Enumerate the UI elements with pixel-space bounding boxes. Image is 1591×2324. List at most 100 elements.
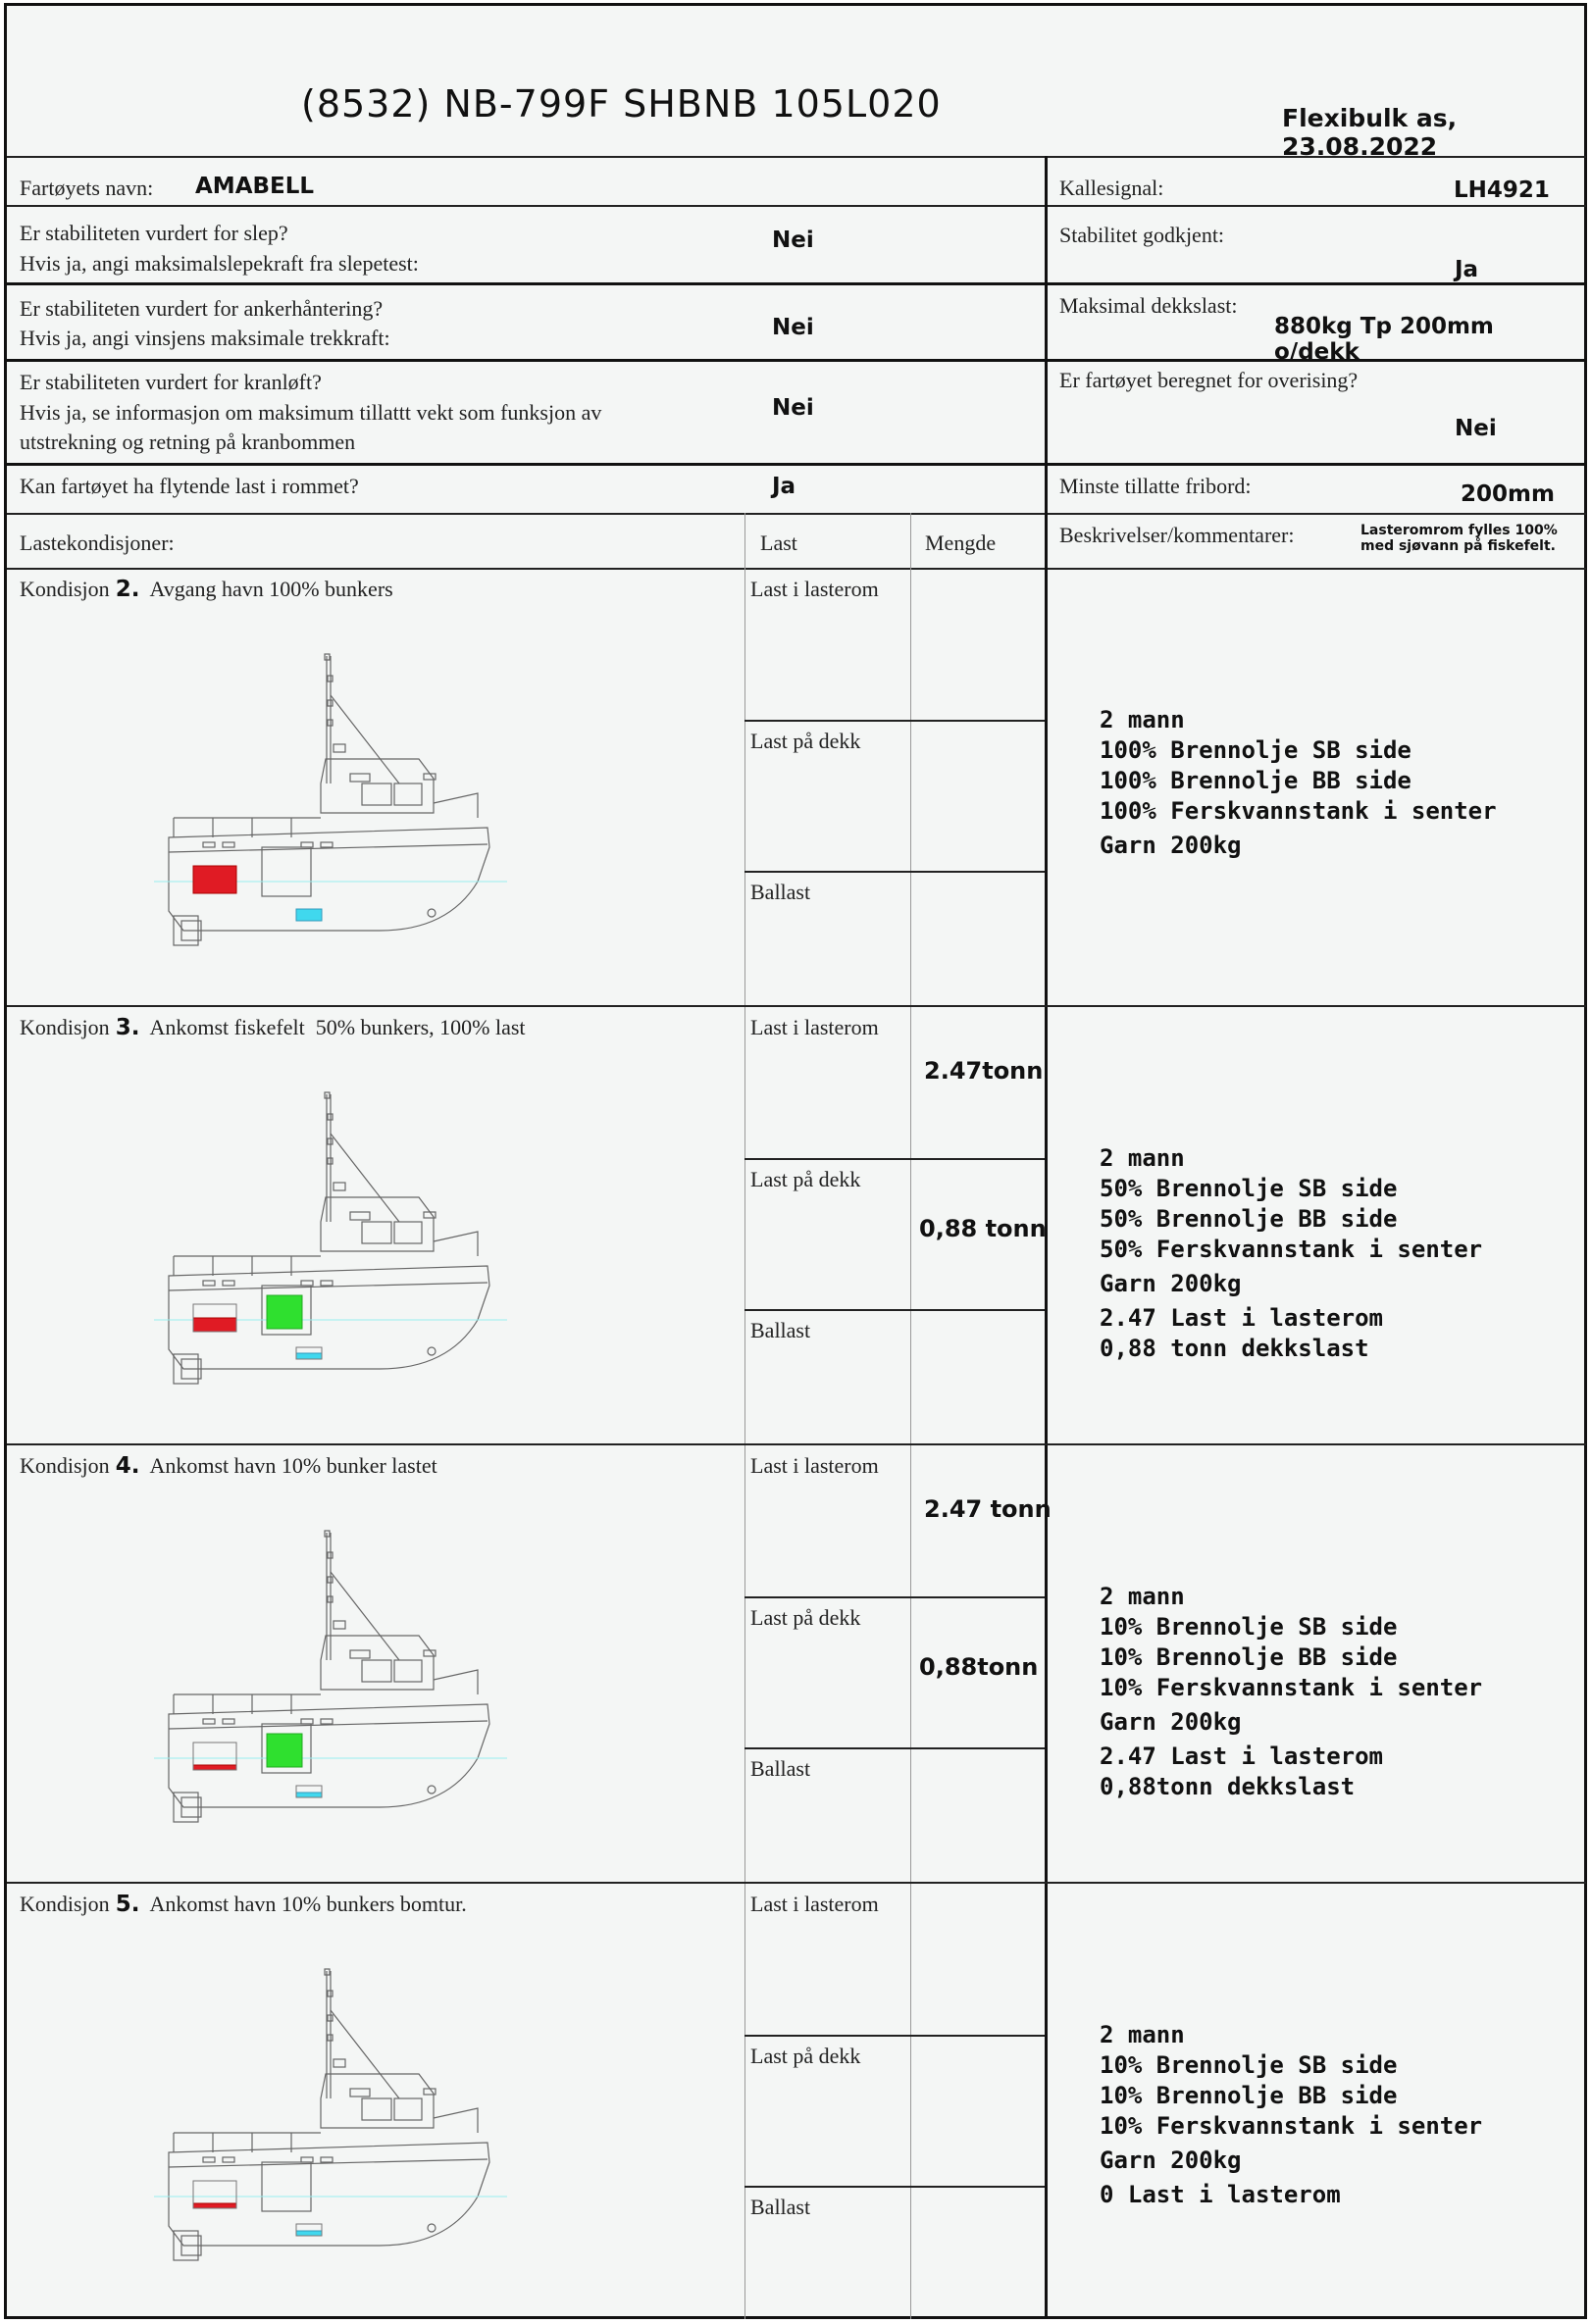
comment-line: 10% Ferskvannstank i senter [1100,2112,1483,2140]
load-hold-label: Last i lasterom [750,1453,879,1478]
comments-list: 2 mann 100% Brennolje SB side 100% Brennol… [1100,705,1497,861]
boat-illustration [154,1951,566,2275]
condition-description: Ankomst havn 10% bunker lastet [149,1453,437,1478]
crane-question-1: Er stabiliteten vurdert for kranløft? [20,370,322,394]
vessel-name-label: Fartøyets navn: [20,176,154,200]
comments-header: Beskrivelser/kommentarer: [1059,523,1295,547]
deck-amount: 0,88tonn [919,1653,1039,1681]
max-deck-load-value: 880kg Tp 200mm o/dekk [1274,314,1494,365]
divider [744,1309,1045,1311]
divider [7,205,1586,207]
divider [744,2186,1045,2188]
comment-line: 10% Brennolje BB side [1100,1643,1398,1671]
hold-amount: 2.47tonn [924,1057,1044,1085]
condition-number: 5. [115,1892,140,1917]
condition-number: 4. [115,1453,140,1479]
min-freeboard-value: 200mm [1461,481,1555,507]
condition-description: Ankomst havn 10% bunkers bomtur. [149,1892,467,1916]
column-divider [1045,156,1048,2319]
load-hold-label: Last i lasterom [750,577,879,601]
callsign-label: Kallesignal: [1059,176,1164,200]
comment-line: Garn 200kg [1100,2147,1242,2174]
document-title: (8532) NB-799F SHBNB 105L020 [301,82,942,126]
comment-line: 10% Brennolje SB side [1100,2051,1398,2079]
liquid-cargo-answer: Ja [772,474,796,499]
min-freeboard-label: Minste tillatte fribord: [1059,474,1252,498]
comment-line: 2 mann [1100,1144,1185,1172]
divider [7,463,1586,466]
divider [744,871,1045,873]
divider [744,1747,1045,1749]
condition-prefix: Kondisjon [20,1453,110,1478]
ballast-label: Ballast [750,1756,811,1781]
divider [7,1005,1586,1007]
boat-illustration [154,1513,566,1837]
max-deck-load-label: Maksimal dekkslast: [1059,293,1238,318]
comments-list: 2 mann 10% Brennolje SB side 10% Brennolje… [1100,2020,1482,2210]
comments-list: 2 mann 50% Brennolje SB side 50% Brennolje… [1100,1143,1482,1364]
comment-line: Garn 200kg [1100,832,1242,859]
boat-profile-drawing [154,1530,507,1823]
comment-line: Garn 200kg [1100,1708,1242,1736]
comment-line: 0,88 tonn dekkslast [1100,1335,1369,1362]
divider [744,2035,1045,2037]
comment-line: 50% Brennolje SB side [1100,1175,1398,1202]
comment-line: 2 mann [1100,1583,1185,1610]
comments-note-2: med sjøvann på fiskefelt. [1360,538,1556,554]
comment-line: 2 mann [1100,706,1185,733]
crane-question-2: Hvis ja, se informasjon om maksimum till… [20,400,602,425]
divider [744,1158,1045,1160]
boat-illustration [154,1075,566,1398]
comment-line: 0 Last i lasterom [1100,2181,1341,2208]
comment-line: 50% Ferskvannstank i senter [1100,1236,1483,1263]
crane-question-3: utstrekning og retning på kranbommen [20,429,356,454]
load-deck-label: Last på dekk [750,1605,861,1630]
column-divider [910,513,911,2319]
boat-profile-drawing [154,653,507,946]
tow-question-2: Hvis ja, angi maksimalslepekraft fra sle… [20,251,419,276]
condition-number: 2. [115,577,140,602]
hold-amount: 2.47 tonn [924,1495,1052,1523]
comment-line: 2.47 Last i lasterom [1100,1743,1383,1770]
company-date: Flexibulk as, 23.08.2022 [1282,104,1458,161]
vessel-name-value: AMABELL [195,174,315,199]
divider [7,1882,1586,1884]
comment-line: Garn 200kg [1100,1270,1242,1297]
divider [744,720,1045,722]
divider [7,1443,1586,1445]
boat-illustration [154,636,566,960]
tow-answer: Nei [772,227,814,253]
divider [7,568,1586,570]
load-deck-label: Last på dekk [750,1167,861,1191]
comment-line: 0,88tonn dekkslast [1100,1773,1356,1800]
ballast-label: Ballast [750,2195,811,2219]
condition-prefix: Kondisjon [20,577,110,601]
condition-prefix: Kondisjon [20,1015,110,1039]
column-divider [744,513,745,2319]
comment-line: 50% Brennolje BB side [1100,1205,1398,1233]
comment-line: 10% Brennolje SB side [1100,1613,1398,1641]
load-deck-label: Last på dekk [750,729,861,753]
divider [7,513,1586,515]
ballast-label: Ballast [750,880,811,904]
divider [7,359,1586,362]
comment-line: 100% Brennolje SB side [1100,736,1411,764]
comment-line: 2 mann [1100,2021,1185,2048]
ballast-label: Ballast [750,1318,811,1342]
divider [7,282,1586,285]
stability-sheet: (8532) NB-799F SHBNB 105L020 Flexibulk a… [4,3,1587,2319]
comment-line: 100% Brennolje BB side [1100,767,1411,794]
comment-line: 10% Brennolje BB side [1100,2082,1398,2109]
crane-answer: Nei [772,395,814,421]
boat-profile-drawing [154,1091,507,1385]
condition-description: Ankomst fiskefelt 50% bunkers, 100% last [149,1015,526,1039]
anchor-question-1: Er stabiliteten vurdert for ankerhånteri… [20,296,384,321]
stability-approved-label: Stabilitet godkjent: [1059,223,1225,247]
